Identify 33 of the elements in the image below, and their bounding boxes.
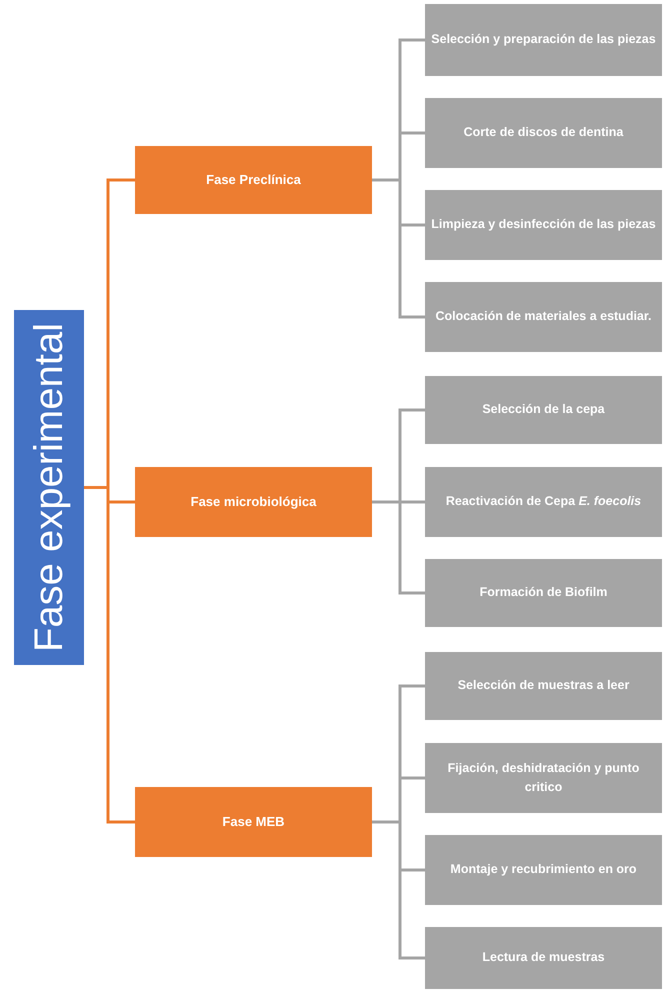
phase-label: Fase Preclínica [206,172,301,188]
title-box [14,310,84,665]
step-box [425,282,662,352]
step-box [425,743,662,813]
step-label: Limpieza y desinfección de las piezas [431,216,656,234]
connector-line [372,500,425,594]
phase-box [135,467,372,537]
step-label: Montaje y recubrimiento en oro [450,861,637,878]
phase-label: Fase MEB [222,814,285,830]
step-label: Lectura de muestras [482,949,605,966]
step-label: Formación de Biofilm [480,584,608,602]
step-box [425,467,662,537]
step-box [425,559,662,627]
step-label: Corte de discos de dentina [464,124,624,142]
phase-box [135,146,372,214]
step-label: Selección y preparación de las piezas [431,31,656,48]
step-box [425,4,662,76]
title-text: Fase experimental [29,322,69,652]
step-box [425,927,662,989]
step-label: Reactivación de Cepa E. foecolis [446,493,642,510]
phase-box [135,787,372,857]
step-box [425,190,662,260]
connector-line [84,486,135,824]
step-box [425,376,662,444]
step-label: Fijación, deshidratación y punto critico [446,760,640,796]
step-box [425,652,662,720]
step-box [425,835,662,905]
connector-line [372,820,425,960]
step-label: Colocación de materiales a estudiar. [435,308,652,326]
step-label: Selección de muestras a leer [458,677,630,694]
step-box [425,98,662,168]
step-label: Selección de la cepa [482,401,605,418]
phase-label: Fase microbiológica [190,494,316,510]
